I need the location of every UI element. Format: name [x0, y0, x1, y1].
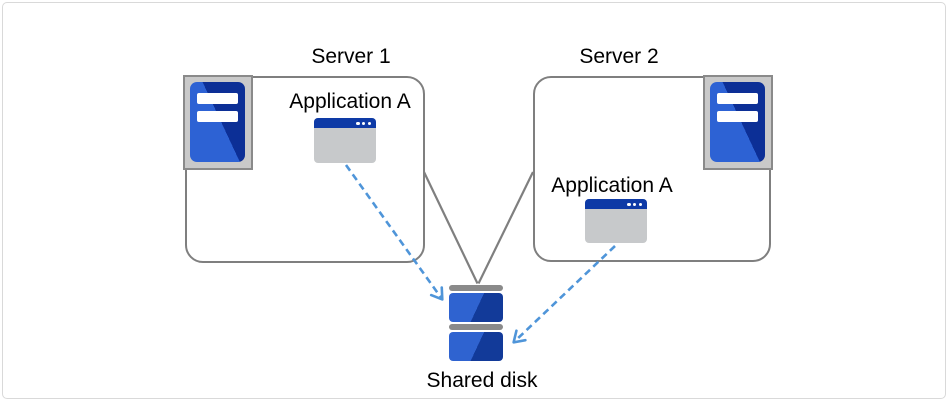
drive-slot [717, 93, 758, 104]
server2-label: Server 2 [579, 45, 659, 68]
window-dot [356, 121, 360, 125]
drive-slot [197, 111, 238, 122]
server2-app-label: Application A [551, 174, 673, 197]
drive-slot [717, 111, 758, 122]
shared-disk-label: Shared disk [426, 369, 538, 392]
drive-slot [197, 93, 238, 104]
window-dot [627, 202, 631, 206]
disk-cap [449, 324, 503, 330]
window-titlebar [585, 199, 647, 209]
tower-body [190, 82, 245, 162]
disk-module [449, 293, 503, 322]
window-dot [367, 121, 371, 125]
server1-app-label: Application A [289, 90, 411, 113]
window-dot [638, 202, 642, 206]
tower-body [710, 82, 765, 162]
disk-module [449, 332, 503, 361]
window-dot [362, 121, 366, 125]
shared-disk-icon [449, 285, 503, 361]
app-window-icon [314, 118, 376, 163]
server1-label: Server 1 [311, 45, 391, 68]
window-dots [356, 121, 371, 125]
app-window-icon [585, 199, 647, 243]
server-tower-icon [183, 75, 253, 170]
window-dots [627, 202, 642, 206]
window-dot [633, 202, 637, 206]
window-titlebar [314, 118, 376, 128]
server-tower-icon [703, 75, 773, 170]
disk-cap [449, 285, 503, 291]
